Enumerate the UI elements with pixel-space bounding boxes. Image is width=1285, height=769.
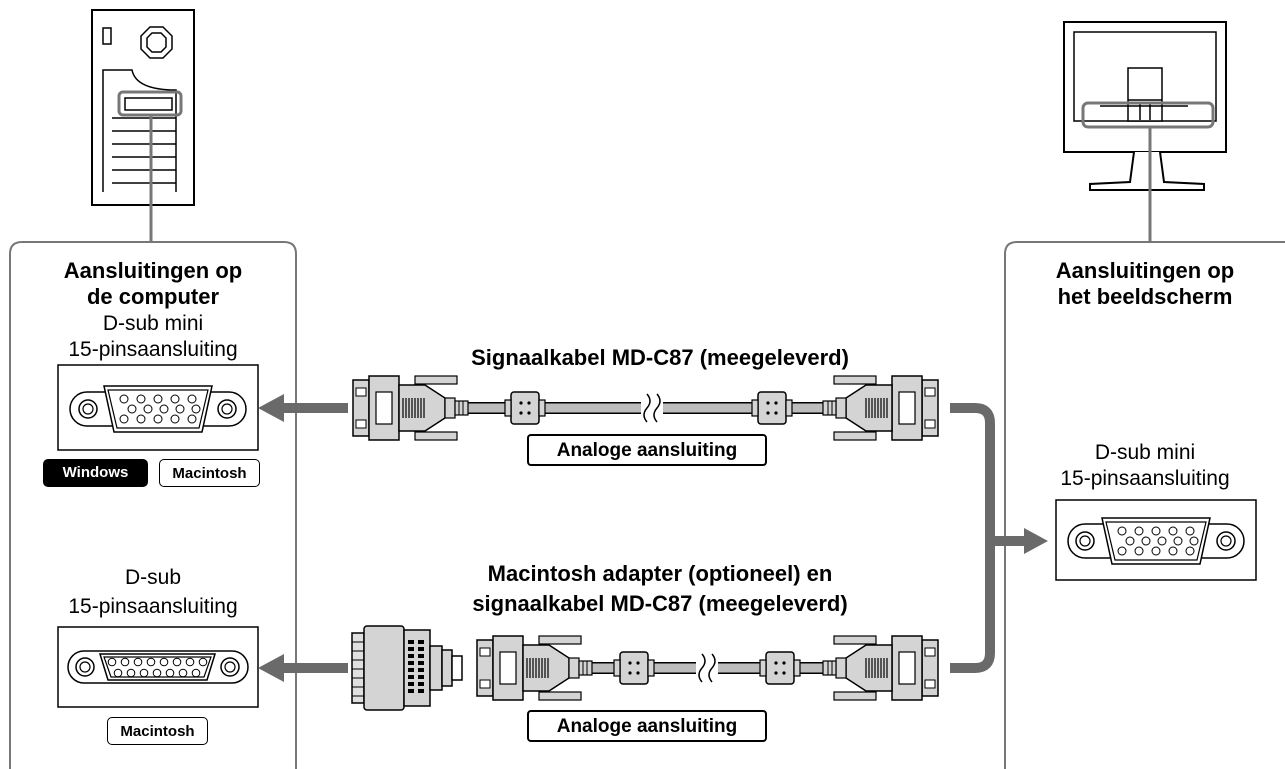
port-box-dsub-mini-left	[57, 364, 259, 451]
pin-hole	[119, 394, 129, 404]
cable-top-tag: Analoge aansluiting	[527, 434, 767, 466]
pin-hole	[133, 657, 143, 667]
adapter-pin	[408, 675, 414, 679]
pin-hole	[136, 394, 146, 404]
left-port2-type: D-sub	[124, 566, 182, 589]
pin-hole	[165, 668, 175, 678]
adapter-pin	[408, 654, 414, 658]
signal-cable-top	[352, 375, 939, 441]
pin-hole	[159, 404, 169, 414]
left-panel-title-line2: de computer	[86, 284, 220, 309]
cable-bottom-title-line1: Macintosh adapter (optioneel) en	[487, 561, 833, 586]
left-port1-pins: 15-pinsaansluiting	[68, 338, 238, 361]
pin-hole	[175, 404, 185, 414]
pin-hole	[1189, 536, 1199, 546]
right-panel-title-line2: het beeldscherm	[1057, 284, 1233, 309]
adapter-pin	[408, 661, 414, 665]
computer-tower-icon	[91, 9, 195, 206]
pin-hole	[127, 404, 137, 414]
pin-hole	[172, 657, 182, 667]
adapter-pin	[418, 675, 424, 679]
pin-hole	[170, 414, 180, 424]
pin-hole	[1141, 536, 1151, 546]
pin-hole	[1151, 526, 1161, 536]
cable-bottom-title-line2: signaalkabel MD-C87 (meegeleverd)	[472, 591, 848, 616]
pin-hole	[1134, 546, 1144, 556]
adapter-pin	[408, 682, 414, 686]
pin-hole	[1134, 526, 1144, 536]
adapter-pin	[408, 689, 414, 693]
pin-hole	[143, 404, 153, 414]
macintosh-adapter-icon	[351, 625, 463, 711]
pin-hole	[120, 657, 130, 667]
right-panel-border	[1004, 241, 1285, 769]
port-box-dsub-left	[57, 626, 259, 708]
pin-hole	[1117, 546, 1127, 556]
monitor-port-highlight	[1081, 101, 1215, 129]
adapter-pin	[418, 668, 424, 672]
cable-top-title: Signaalkabel MD-C87 (meegeleverd)	[471, 345, 849, 370]
pin-hole	[1185, 546, 1195, 556]
pin-hole	[1185, 526, 1195, 536]
pin-hole	[191, 404, 201, 414]
pin-hole	[136, 414, 146, 424]
pin-hole	[1125, 536, 1135, 546]
pin-hole	[191, 668, 201, 678]
pin-hole	[126, 668, 136, 678]
pin-hole	[153, 394, 163, 404]
pin-hole	[159, 657, 169, 667]
pin-hole	[119, 414, 129, 424]
badge-macintosh: Macintosh	[159, 459, 260, 487]
pin-hole	[1157, 536, 1167, 546]
pin-hole	[170, 394, 180, 404]
pin-hole	[113, 668, 123, 678]
pin-hole	[178, 668, 188, 678]
adapter-pin	[418, 689, 424, 693]
right-port-type: D-sub mini	[1094, 441, 1196, 464]
pin-hole	[187, 394, 197, 404]
pin-hole	[1168, 546, 1178, 556]
pin-hole	[107, 657, 117, 667]
signal-cable-bottom	[476, 635, 939, 701]
right-panel-title-line1: Aansluitingen op	[1055, 258, 1235, 283]
pin-hole	[198, 657, 208, 667]
adapter-pin	[408, 668, 414, 672]
pin-hole	[1168, 526, 1178, 536]
pin-hole	[139, 668, 149, 678]
badge-windows: Windows	[43, 459, 148, 487]
monitor-icon	[1063, 21, 1227, 191]
pin-hole	[146, 657, 156, 667]
badge-macintosh-2: Macintosh	[107, 717, 208, 745]
adapter-pin	[418, 647, 424, 651]
adapter-pin	[418, 682, 424, 686]
pin-hole	[185, 657, 195, 667]
routing-arrows	[258, 394, 1048, 682]
port-box-dsub-mini-right	[1055, 499, 1257, 581]
pin-hole	[1117, 526, 1127, 536]
pin-hole	[1151, 546, 1161, 556]
left-panel-border	[9, 241, 297, 769]
adapter-pin	[418, 640, 424, 644]
pin-hole	[187, 414, 197, 424]
left-port1-type: D-sub mini	[102, 312, 204, 335]
right-port-pins: 15-pinsaansluiting	[1060, 467, 1230, 490]
cable-bottom-tag: Analoge aansluiting	[527, 710, 767, 742]
adapter-pin	[408, 647, 414, 651]
pin-hole	[152, 668, 162, 678]
pin-hole	[153, 414, 163, 424]
adapter-pin	[408, 640, 414, 644]
adapter-pin	[418, 661, 424, 665]
left-port2-pins: 15-pinsaansluiting	[68, 595, 238, 618]
pin-hole	[1173, 536, 1183, 546]
adapter-pin	[418, 654, 424, 658]
left-panel-title-line1: Aansluitingen op	[63, 258, 243, 283]
